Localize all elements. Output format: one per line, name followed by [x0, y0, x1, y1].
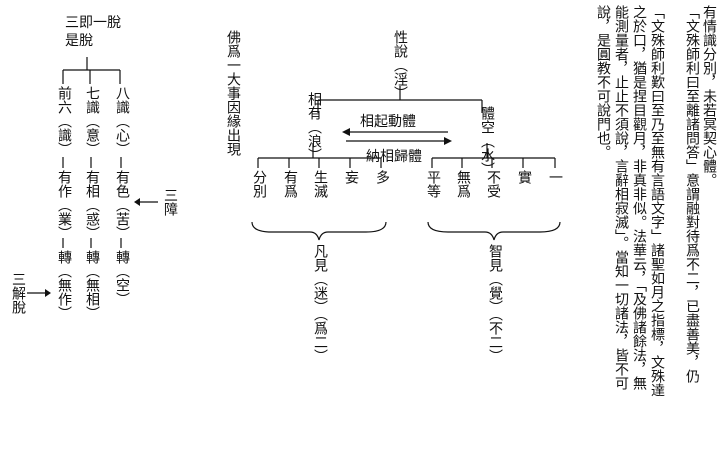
- col-c-1: 前六（識）: [56, 86, 72, 156]
- top-node: 性說（淫）: [392, 30, 408, 100]
- col-b-3: 轉（無相）: [84, 250, 100, 320]
- arrow-top-label: 相起動體: [360, 114, 416, 130]
- left-leaf-2: 妄: [343, 170, 359, 184]
- left-leaf-4: 有爲: [282, 170, 298, 198]
- top-left-label: 佛爲一大事因緣出現: [225, 30, 241, 156]
- col-a-2: 有色（苦）: [114, 170, 130, 240]
- col-b-2: 有相（惑）: [84, 170, 100, 240]
- text-col-4: 之於口，猶是捏目觀月，非真非似。法華云，「及佛諸餘法，無: [631, 5, 647, 390]
- col-b-1: 七識（意）: [84, 86, 100, 156]
- text-col-3: 「文殊師利歎曰至乃至無有言語文字」諸聖如月之指標，文殊達: [649, 5, 665, 397]
- liberation-arrowhead: [45, 289, 51, 297]
- right-leaf-2: 實: [516, 170, 532, 184]
- col-c-3: 轉（無作）: [56, 250, 72, 320]
- text-col-6: 說，是圓教不可說門也。: [595, 5, 611, 159]
- left-leaf-5: 分別: [251, 170, 267, 198]
- left-branch: 相有（浪）: [306, 92, 322, 162]
- right-result: 智見（覺）（不二）: [487, 244, 503, 363]
- col-c-2: 有作（業）: [56, 170, 72, 240]
- right-brace: [427, 221, 561, 241]
- right-branch: 體空（水）: [479, 106, 495, 176]
- text-col-2: 「文殊師利曰至離諸問答」意謂融對待爲不二，已盡善美，仍: [684, 5, 700, 383]
- right-leaf-1: 一: [547, 170, 563, 184]
- left-root: 三即一脫是脫: [65, 15, 121, 49]
- col-a-3: 轉（空）: [114, 250, 130, 306]
- left-leaf-3: 生滅: [312, 170, 328, 198]
- text-col-5: 能測量者，止止不須說，言辭相寂滅」。當知一切諸法，皆不可: [613, 5, 629, 390]
- left-brace: [251, 221, 387, 241]
- arrow-bottom-label: 納相歸體: [366, 149, 422, 165]
- arrow-top-head: [342, 128, 350, 136]
- three-obstacles-label: 三障: [162, 188, 178, 216]
- right-leaf-5: 平等: [425, 170, 441, 198]
- obstacle-arrowhead: [134, 198, 140, 206]
- three-liberations-label: 三解脫: [10, 272, 26, 314]
- arrow-bottom-head: [444, 137, 452, 145]
- col-a-1: 八識（心）: [114, 86, 130, 156]
- left-result: 凡見（迷）（爲二）: [312, 244, 328, 363]
- left-leaf-1: 多: [374, 170, 390, 184]
- right-leaf-4: 無爲: [455, 170, 471, 198]
- right-leaf-3: 不受: [485, 170, 501, 198]
- text-col-1: 有情識分別，未若冥契心體。: [701, 5, 717, 187]
